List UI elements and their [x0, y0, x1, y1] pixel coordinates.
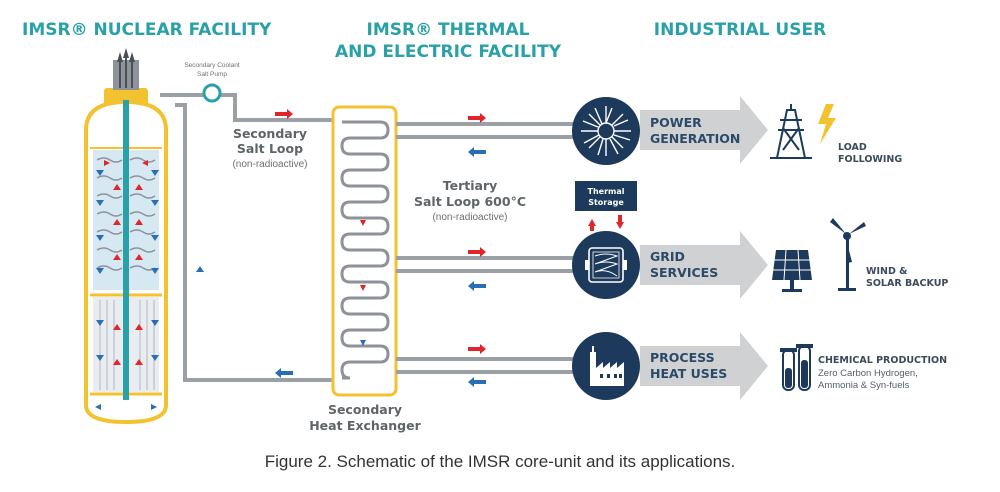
grid-storage-icon	[572, 231, 640, 299]
application-process-heat: PROCESS HEAT USES	[572, 332, 768, 400]
figure-caption: Figure 2. Schematic of the IMSR core-uni…	[264, 452, 736, 471]
thermal-storage-label-line2: Storage	[588, 198, 624, 207]
wind-solar-line2: SOLAR BACKUP	[866, 278, 948, 289]
tertiary-salt-loop-pipes	[396, 122, 578, 374]
power-tower-icon	[770, 104, 812, 159]
tertiary-loop-note: (non-radioactive)	[432, 212, 507, 223]
wind-solar-line1: WIND &	[866, 266, 907, 277]
header-thermal-facility-line1: IMSR® THERMAL	[367, 20, 530, 40]
load-following-line2: FOLLOWING	[838, 154, 902, 165]
power-generation-label-line1: POWER	[650, 115, 702, 130]
secondary-loop-label-line2: Salt Loop	[237, 141, 303, 156]
application-power-generation: POWER GENERATION	[572, 96, 768, 165]
secondary-loop-flow-arrows	[275, 109, 293, 378]
process-heat-label-line2: HEAT USES	[650, 366, 727, 381]
header-thermal-facility-line2: AND ELECTRIC FACILITY	[335, 42, 562, 62]
secondary-coolant-pump-icon	[160, 83, 222, 103]
tertiary-loop-label-line1: Tertiary	[443, 178, 498, 193]
power-generation-label-line2: GENERATION	[650, 131, 740, 146]
grid-services-label-line2: SERVICES	[650, 265, 718, 280]
secondary-loop-note: (non-radioactive)	[232, 159, 307, 170]
solar-wind-icon	[772, 218, 866, 292]
heat-exchanger-label-line2: Heat Exchanger	[309, 418, 421, 433]
chemical-production-line1: CHEMICAL PRODUCTION	[818, 355, 947, 366]
heat-exchanger-label-line1: Secondary	[328, 402, 402, 417]
pump-label-line2: Salt Pump	[197, 71, 227, 78]
thermal-storage-label-line1: Thermal	[588, 187, 625, 196]
reactor-vessel	[84, 48, 204, 425]
pump-label-line1: Secondary Coolant	[184, 62, 239, 69]
tertiary-loop-label-line2: Salt Loop 600°C	[414, 194, 526, 209]
test-tubes-icon	[780, 344, 813, 391]
tertiary-loop-flow-arrows	[468, 113, 486, 387]
grid-services-label-line1: GRID	[650, 249, 685, 264]
chemical-production-line2: Zero Carbon Hydrogen,	[818, 368, 918, 379]
header-nuclear-facility: IMSR® NUCLEAR FACILITY	[22, 20, 272, 40]
header-industrial-user: INDUSTRIAL USER	[654, 20, 826, 40]
secondary-loop-label-line1: Secondary	[233, 126, 307, 141]
secondary-heat-exchanger	[331, 105, 398, 397]
application-grid-services: GRID SERVICES	[572, 231, 768, 299]
thermal-storage-box: Thermal Storage	[575, 181, 637, 231]
chemical-production-line3: Ammonia & Syn-fuels	[818, 380, 910, 391]
process-heat-label-line1: PROCESS	[650, 350, 715, 365]
load-following-line1: LOAD	[838, 142, 867, 153]
lightning-icon	[818, 104, 836, 144]
